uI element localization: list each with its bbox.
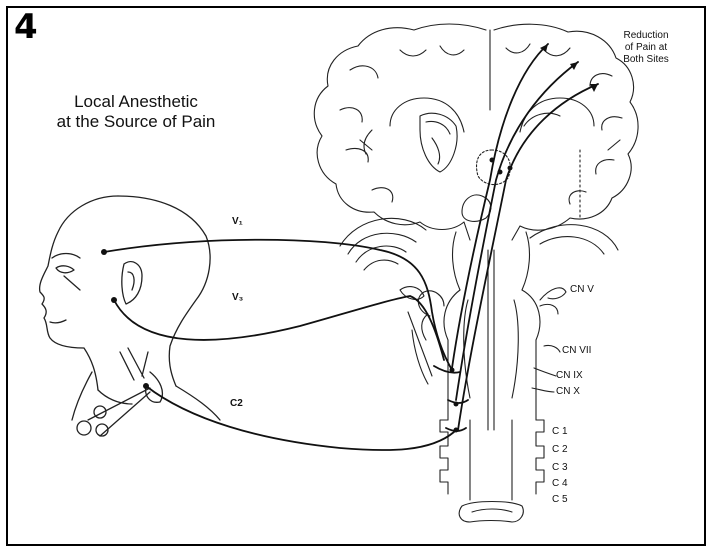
cervical-level-label: C 3 (552, 462, 568, 473)
note-line-2: of Pain at (596, 42, 696, 54)
cranial-nerve-label: CN V (570, 284, 594, 295)
scissors-icon (77, 388, 150, 436)
cervical-level-label: C 5 (552, 494, 568, 505)
pain-reduction-note: Reduction of Pain at Both Sites (596, 30, 696, 66)
ear-inner (128, 272, 134, 290)
v3-pathway (114, 296, 444, 360)
nose-line (64, 276, 80, 290)
eyebrow (52, 254, 80, 259)
spinal-cord-right (536, 420, 544, 494)
title-line-2: at the Source of Pain (26, 112, 246, 132)
brainstem (444, 290, 540, 420)
cervical-level-label: C 4 (552, 478, 568, 489)
head-back (118, 196, 210, 386)
cn-v-root (540, 288, 566, 300)
note-line-3: Both Sites (596, 54, 696, 66)
head-outline (40, 196, 118, 390)
note-line-1: Reduction (596, 30, 696, 42)
eye (56, 266, 74, 273)
spinal-cord-left (440, 420, 448, 494)
title-line-1: Local Anesthetic (26, 92, 246, 112)
cranial-nerve-label: CN X (556, 386, 580, 397)
vertebra (459, 502, 523, 523)
nerve-label-v1: V₁ (232, 216, 243, 228)
cranial-nerve-label: CN IX (556, 370, 583, 381)
panel-number: 4 (14, 10, 38, 44)
cervical-level-label: C 2 (552, 444, 568, 455)
brain-left-hemisphere (314, 24, 486, 240)
neck-front (98, 390, 132, 404)
figure-title: Local Anesthetic at the Source of Pain (26, 92, 246, 132)
v1-pathway (104, 240, 452, 370)
nerve-label-v3: V₃ (232, 292, 243, 304)
cranial-nerve-label: CN VII (562, 345, 591, 356)
brain (314, 24, 638, 522)
cervical-level-label: C 1 (552, 426, 568, 437)
neck-shoulder (72, 372, 92, 420)
ear (122, 262, 142, 304)
mouth (50, 320, 66, 323)
nerve-label-c2: C2 (230, 398, 243, 410)
